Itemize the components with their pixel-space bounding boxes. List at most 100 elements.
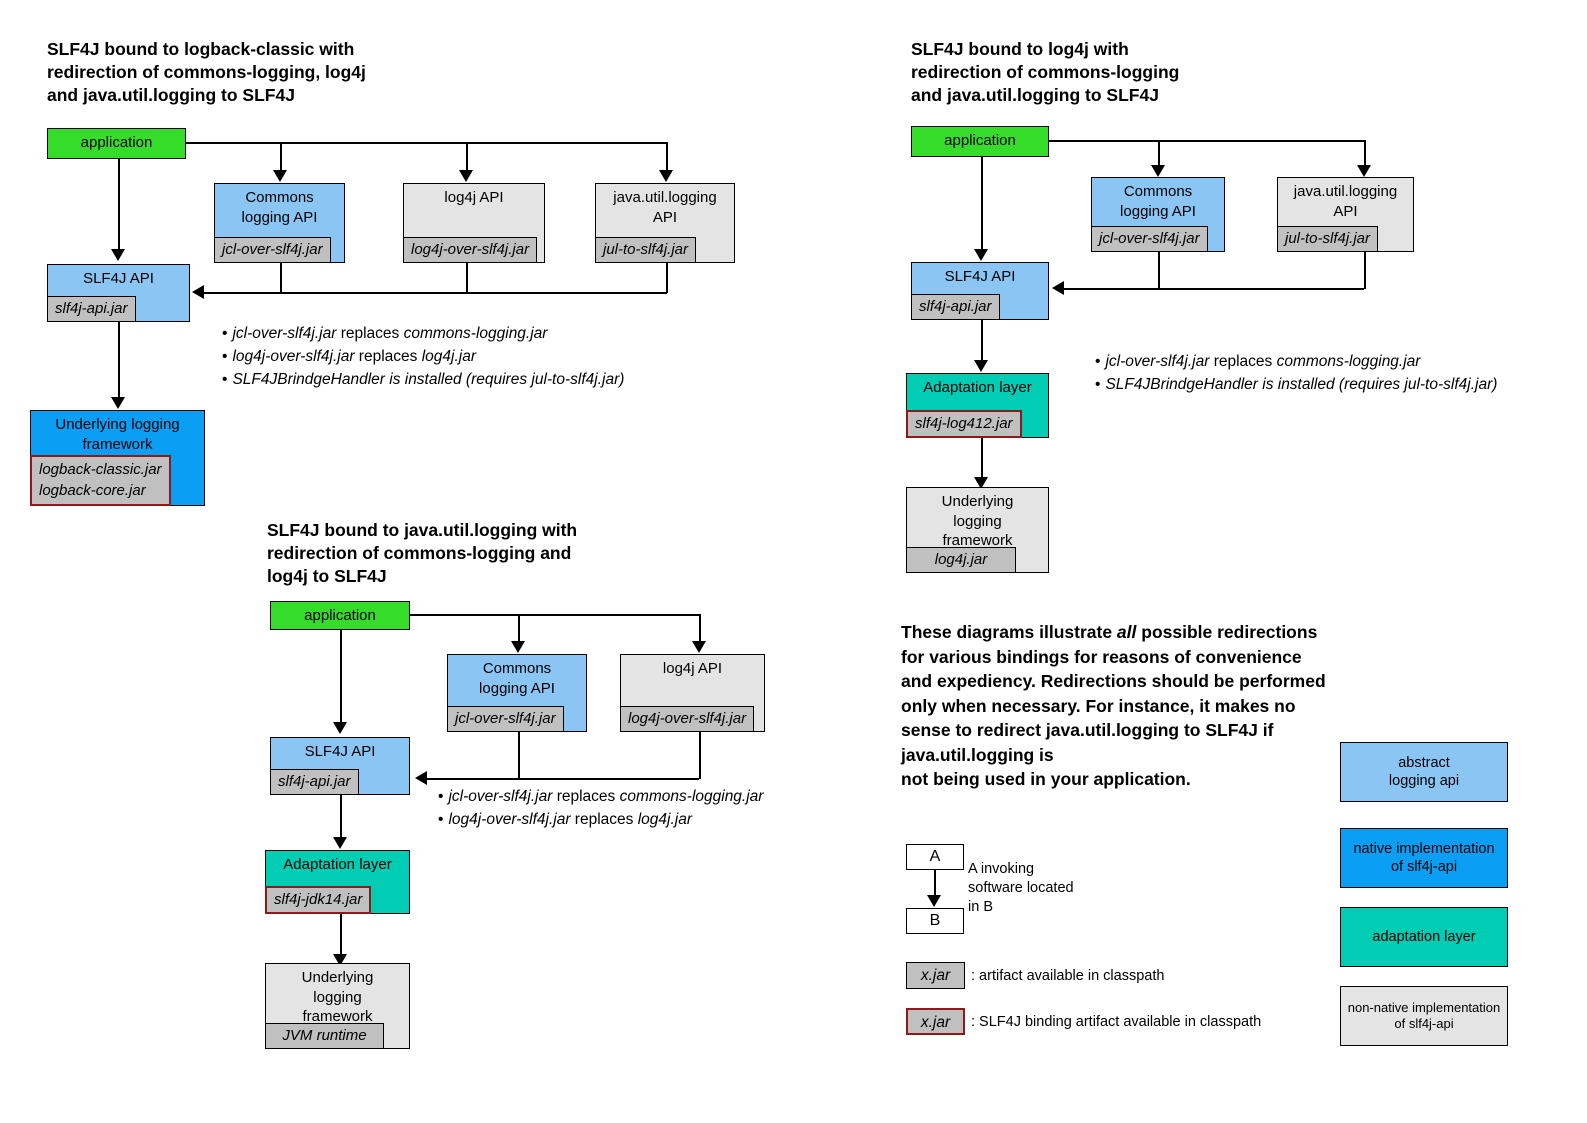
d2-commons-jar: jcl-over-slf4j.jar bbox=[1091, 226, 1208, 252]
d3-bus-h bbox=[410, 614, 700, 616]
d3-return-bus bbox=[427, 778, 699, 780]
d2-jul-return bbox=[1364, 252, 1366, 289]
d2-adaptation-label: Adaptation layer bbox=[923, 379, 1032, 396]
legend-arrow-head bbox=[927, 895, 941, 907]
d2-commons-label: Commons logging API bbox=[1120, 183, 1196, 220]
d1-underlying-jar: logback-classic.jar logback-core.jar bbox=[30, 455, 171, 506]
d3-adapt-to-underlying-line bbox=[340, 914, 342, 958]
d1-application-label: application bbox=[80, 134, 153, 151]
d3-arrow-log4j bbox=[692, 641, 706, 653]
legend-artifact-chip: x.jar bbox=[906, 962, 965, 989]
d2-slf4j-to-adapt-arrow bbox=[974, 360, 988, 372]
d1-bullet-2: log4j-over-slf4j.jar replaces log4j.jar bbox=[222, 345, 624, 368]
legend-swatch-adaptation-layer: adaptation layer bbox=[1340, 907, 1508, 967]
d2-slf4j-to-adapt-line bbox=[981, 320, 983, 363]
d1-drop-commons bbox=[280, 142, 282, 173]
d1-underlying-label: Underlying logging framework bbox=[55, 416, 180, 453]
d2-slf4j-label: SLF4J API bbox=[944, 268, 1016, 285]
d1-node-slf4j-api[interactable]: SLF4J API slf4j-api.jar bbox=[47, 264, 190, 322]
note-last: not being used in your application. bbox=[901, 769, 1191, 789]
d3-adaptation-jar: slf4j-jdk14.jar bbox=[265, 886, 372, 914]
d3-bullet-2: log4j-over-slf4j.jar replaces log4j.jar bbox=[438, 808, 763, 831]
d3-adaptation-label: Adaptation layer bbox=[283, 856, 392, 873]
d1-jul-return bbox=[666, 263, 668, 293]
d3-drop-log4j bbox=[699, 614, 701, 644]
d3-commons-label: Commons logging API bbox=[479, 660, 555, 697]
legend-arrow-line bbox=[934, 870, 936, 899]
note-line1b: possible bbox=[1136, 622, 1213, 642]
legend-swatch-2-label: adaptation layer bbox=[1372, 929, 1476, 945]
d2-node-underlying-framework[interactable]: Underlying logging framework log4j.jar bbox=[906, 487, 1049, 573]
d2-drop-commons bbox=[1158, 140, 1160, 168]
d1-bus-h bbox=[186, 142, 667, 144]
d2-slf4j-jar: slf4j-api.jar bbox=[911, 294, 1000, 320]
d1-node-commons-logging-api[interactable]: Commons logging API jcl-over-slf4j.jar bbox=[214, 183, 345, 263]
legend-box-a: A bbox=[906, 844, 964, 870]
d1-log4j-jar: log4j-over-slf4j.jar bbox=[403, 237, 538, 263]
d2-application-label: application bbox=[944, 132, 1016, 149]
d3-node-slf4j-api[interactable]: SLF4J API slf4j-api.jar bbox=[270, 737, 410, 795]
d1-return-bus bbox=[204, 292, 667, 294]
d1-arrow-commons bbox=[273, 170, 287, 182]
d1-jul-label: java.util.logging API bbox=[613, 189, 717, 226]
d2-adaptation-jar: slf4j-log412.jar bbox=[906, 410, 1022, 438]
d1-node-jul-api[interactable]: java.util.logging API jul-to-slf4j.jar bbox=[595, 183, 735, 263]
d1-app-to-slf4j-line bbox=[118, 159, 120, 251]
d2-jul-jar: jul-to-slf4j.jar bbox=[1277, 226, 1379, 252]
d2-bus-h bbox=[1049, 140, 1365, 142]
d3-node-adaptation-layer[interactable]: Adaptation layer slf4j-jdk14.jar bbox=[265, 850, 410, 914]
d1-return-arrow bbox=[192, 285, 204, 299]
d1-node-application[interactable]: application bbox=[47, 128, 186, 159]
d3-application-label: application bbox=[304, 607, 376, 624]
d3-log4j-label: log4j API bbox=[662, 660, 723, 677]
d3-node-application[interactable]: application bbox=[270, 601, 410, 630]
d1-arrow-log4j bbox=[459, 170, 473, 182]
d2-jul-label: java.util.logging API bbox=[1293, 183, 1398, 220]
note-line1: These diagrams illustrate bbox=[901, 622, 1117, 642]
d2-adapt-to-underlying-arrow bbox=[974, 477, 988, 489]
legend-swatch-native-impl: native implementation of slf4j-api bbox=[1340, 828, 1508, 888]
d3-bullets: jcl-over-slf4j.jar replaces commons-logg… bbox=[438, 785, 763, 831]
d3-commons-return bbox=[518, 732, 520, 779]
d2-commons-return bbox=[1158, 252, 1160, 289]
d1-node-underlying-framework[interactable]: Underlying logging framework logback-cla… bbox=[30, 410, 205, 506]
d3-log4j-jar: log4j-over-slf4j.jar bbox=[620, 706, 755, 732]
d2-bullets: jcl-over-slf4j.jar replaces commons-logg… bbox=[1095, 350, 1497, 396]
d2-underlying-jar: log4j.jar bbox=[906, 547, 1016, 573]
d3-node-log4j-api[interactable]: log4j API log4j-over-slf4j.jar bbox=[620, 654, 765, 732]
d2-node-jul-api[interactable]: java.util.logging API jul-to-slf4j.jar bbox=[1277, 177, 1414, 252]
d3-app-to-slf4j-arrow bbox=[333, 722, 347, 734]
d1-commons-return bbox=[280, 263, 282, 293]
legend-binding-caption: : SLF4J binding artifact available in cl… bbox=[971, 1014, 1262, 1030]
d3-underlying-jar: JVM runtime bbox=[265, 1023, 384, 1049]
d3-underlying-label: Underlying logging framework bbox=[301, 969, 374, 1025]
d1-log4j-label: log4j API bbox=[444, 189, 504, 206]
d3-node-commons-logging-api[interactable]: Commons logging API jcl-over-slf4j.jar bbox=[447, 654, 587, 732]
legend-artifact-caption: : artifact available in classpath bbox=[971, 968, 1165, 984]
d2-node-adaptation-layer[interactable]: Adaptation layer slf4j-log412.jar bbox=[906, 373, 1049, 438]
d1-bullets: jcl-over-slf4j.jar replaces commons-logg… bbox=[222, 322, 624, 391]
legend-swatch-1-label: native implementation of slf4j-api bbox=[1353, 841, 1495, 875]
d2-bullet-1: jcl-over-slf4j.jar replaces commons-logg… bbox=[1095, 350, 1497, 373]
legend-swatch-0-label: abstract logging api bbox=[1388, 755, 1460, 789]
d3-slf4j-jar: slf4j-api.jar bbox=[270, 769, 359, 795]
legend-swatch-abstract-logging-api: abstract logging api bbox=[1340, 742, 1508, 802]
legend-box-b: B bbox=[906, 908, 964, 934]
d2-node-slf4j-api[interactable]: SLF4J API slf4j-api.jar bbox=[911, 262, 1049, 320]
d2-return-arrow bbox=[1052, 281, 1064, 295]
note-emph: all bbox=[1116, 622, 1137, 642]
d2-return-bus bbox=[1064, 288, 1364, 290]
d1-bullet-3: SLF4JBrindgeHandler is installed (requir… bbox=[222, 368, 624, 391]
d1-bullet-1: jcl-over-slf4j.jar replaces commons-logg… bbox=[222, 322, 624, 345]
d2-node-application[interactable]: application bbox=[911, 126, 1049, 157]
d2-node-commons-logging-api[interactable]: Commons logging API jcl-over-slf4j.jar bbox=[1091, 177, 1225, 252]
diagram2-title: SLF4J bound to log4j with redirection of… bbox=[911, 39, 1180, 105]
legend-swatch-non-native-impl: non-native implementation of slf4j-api bbox=[1340, 986, 1508, 1046]
d3-arrow-commons bbox=[511, 641, 525, 653]
diagram3-title: SLF4J bound to java.util.logging with re… bbox=[267, 520, 578, 586]
d2-arrow-commons bbox=[1151, 165, 1165, 177]
d3-node-underlying-framework[interactable]: Underlying logging framework JVM runtime bbox=[265, 963, 410, 1049]
d1-jul-jar: jul-to-slf4j.jar bbox=[595, 237, 697, 263]
d1-node-log4j-api[interactable]: log4j API log4j-over-slf4j.jar bbox=[403, 183, 545, 263]
